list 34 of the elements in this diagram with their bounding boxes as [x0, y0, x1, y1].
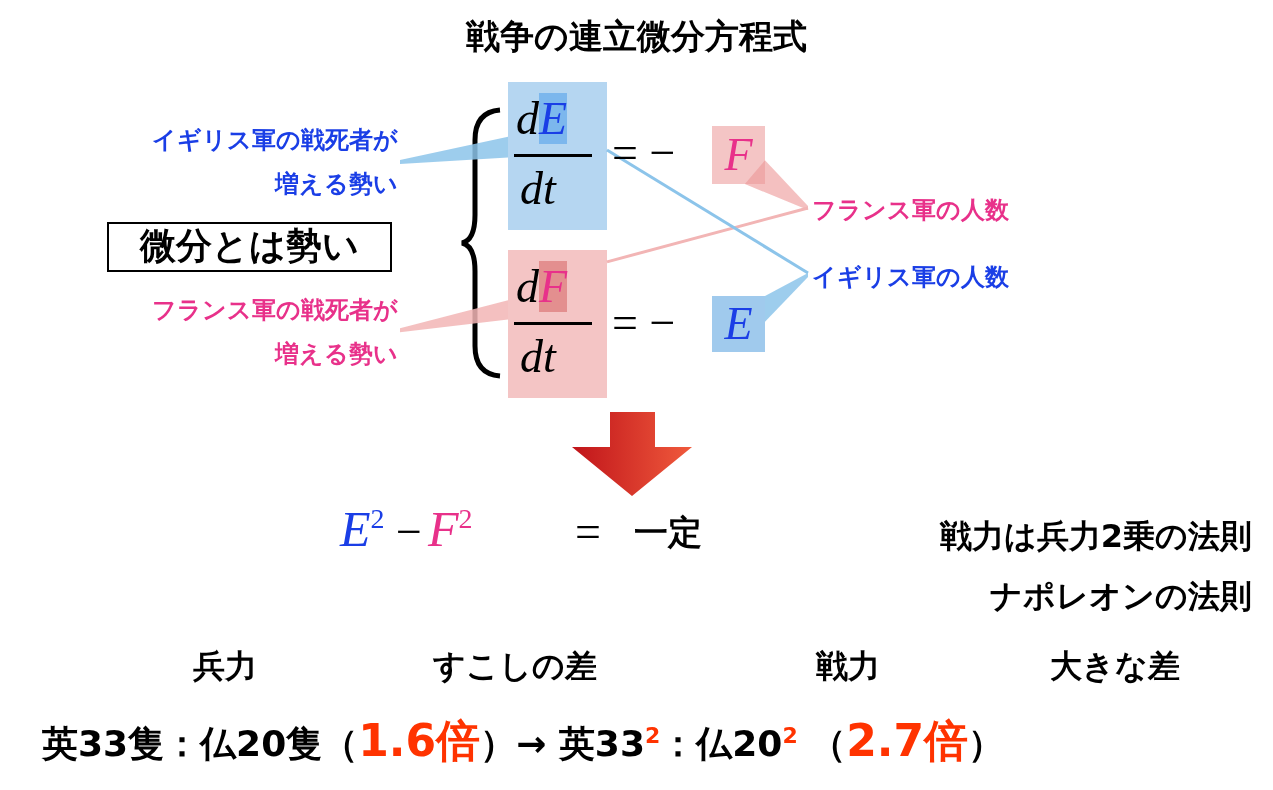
highlighted-variable: E: [712, 296, 765, 352]
highlighted-variable: F: [712, 126, 765, 184]
leader-line: [606, 206, 809, 264]
leader-wedge: [744, 160, 808, 210]
column-heading: 兵力: [192, 646, 258, 687]
highlight-box: [508, 82, 607, 230]
fraction-denominator: dt: [520, 332, 556, 382]
column-heading: 戦力: [814, 646, 881, 687]
equation-result: 一定: [634, 511, 702, 554]
highlight-box: [508, 250, 607, 398]
leader-wedge: [400, 136, 508, 165]
fraction-denominator: dt: [520, 164, 556, 214]
fraction-numerator: dE: [516, 94, 568, 144]
leader-wedge: [765, 273, 808, 322]
leader-wedge: [400, 300, 508, 333]
leader-line: [606, 148, 809, 275]
column-heading: すこしの差: [432, 646, 598, 687]
equation-sign: = −: [612, 296, 676, 349]
equation-sign: =: [575, 505, 601, 558]
column-heading: 大きな差: [1049, 646, 1181, 687]
rule-name: ナポレオンの法則: [989, 576, 1252, 617]
comparison-text: 英33隻：仏20隻（1.6倍）→ 英33$^{2}$：仏20$^{2}$ （2.7倍）: [42, 714, 1005, 768]
callout-text: フランス軍の戦死者が増える勢い: [140, 288, 398, 378]
callout-text: イギリス軍の戦死者が増える勢い: [140, 118, 398, 208]
slide-title: 戦争の連立微分方程式: [464, 15, 808, 58]
annotation-text: イギリス軍の人数: [812, 255, 1092, 295]
math-term: F$^{2}$: [428, 500, 473, 558]
math-term: E$^{2}$: [340, 500, 385, 558]
rule-name: 戦力は兵力2乗の法則: [938, 516, 1252, 557]
boxed-note: 微分とは勢い: [107, 222, 392, 272]
equation-sign: −: [396, 505, 422, 558]
annotation-text: フランス軍の人数: [812, 188, 1092, 228]
equation-sign: = −: [612, 126, 676, 179]
fraction-numerator: dF: [516, 262, 568, 312]
